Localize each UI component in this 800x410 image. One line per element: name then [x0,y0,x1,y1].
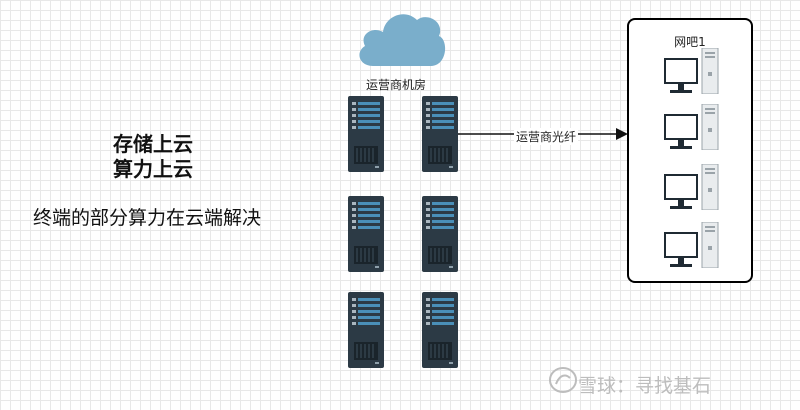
desktop-computer-icon [664,164,719,210]
server-rack-icon [422,96,458,172]
connection-label: 运营商光纤 [514,128,579,145]
desktop-computer-icon [664,48,719,94]
subtitle-text: 终端的部分算力在云端解决 [33,207,262,229]
server-rack-icon [348,96,384,172]
desktop-computer-icon [664,104,719,150]
server-rack-icon [348,196,384,272]
desktop-computer-icon [664,222,719,268]
snowball-logo-icon [549,367,577,393]
heading-compute-cloud: 算力上云 [113,157,193,181]
server-rack-icon [422,196,458,272]
server-rack-icon [348,292,384,368]
server-rack-icon [422,292,458,368]
watermark-text: 雪球：寻找基石 [578,375,712,397]
heading-storage-cloud: 存储上云 [113,132,193,156]
cloud-label: 运营商机房 [366,78,427,92]
netbar-title: 网吧1 [674,35,706,49]
cloud-icon [359,14,446,66]
